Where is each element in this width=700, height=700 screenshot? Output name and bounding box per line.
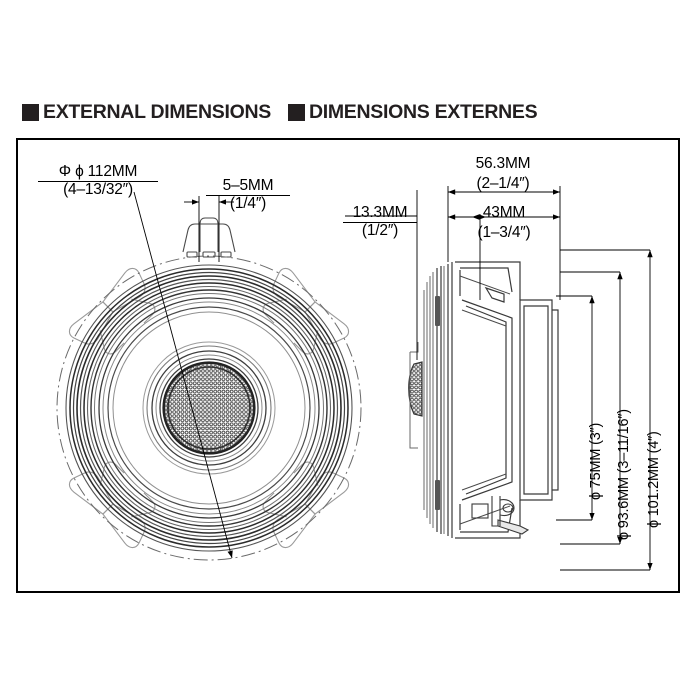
dimension-label-overall-depth: 56.3MM (2–1/4″) <box>447 155 559 193</box>
front-view <box>56 217 362 561</box>
section-heading: EXTERNAL DIMENSIONS DIMENSIONS EXTERNES <box>22 101 538 124</box>
dimension-label-flange-diameter: ϕ 101.2MM (4″) <box>646 431 662 528</box>
magnet-rear-block <box>519 299 559 501</box>
basket-struts <box>459 275 511 525</box>
cone-surround <box>98 297 320 519</box>
leader-line-112mm <box>133 191 233 559</box>
magnet-assembly <box>423 266 445 534</box>
value-flange-depth-inch: (1/2″) <box>361 222 399 240</box>
value-mounting-depth-inch: (1–3/4″) <box>477 224 531 242</box>
dimension-lines-side <box>345 186 561 360</box>
heading-label-dimensions-externes: DIMENSIONS EXTERNES <box>308 101 538 123</box>
dimension-line-tab-thickness <box>184 196 234 262</box>
value-outer-diameter-inch: (4–13/32″) <box>63 181 133 199</box>
dimension-label-tab-thickness: 5–5MM (1/4″) <box>206 177 290 213</box>
value-outer-diameter-mm: ϕ 112MM <box>75 163 138 180</box>
square-bullet-icon <box>287 104 305 121</box>
dimension-lines-vertical <box>556 249 653 571</box>
heading-item-french: DIMENSIONS EXTERNES <box>287 101 538 124</box>
value-flange-depth-mm: 13.3MM <box>352 204 408 221</box>
dimension-label-outer-diameter: Φ ϕ 112MM (4–13/32″) <box>38 163 158 199</box>
side-view <box>408 261 559 539</box>
drawing-frame <box>16 138 680 593</box>
speaker-basket-profile <box>447 261 521 539</box>
mounting-tabs <box>68 267 350 549</box>
dimension-label-mounting-depth: 43MM (1–3/4″) <box>448 204 560 242</box>
magnet-vent <box>435 296 440 510</box>
value-mounting-depth-mm: 43MM <box>482 204 526 221</box>
reference-circle-112mm <box>56 255 362 561</box>
dimension-label-flange-depth: 13.3MM (1/2″) <box>343 204 417 240</box>
square-bullet-icon <box>22 104 39 121</box>
value-tab-thickness-inch: (1/4″) <box>229 195 267 213</box>
dimension-label-bolt-circle-diameter: ϕ 93.6MM (3–11/16″) <box>616 409 632 540</box>
value-overall-depth-mm: 56.3MM <box>475 155 531 172</box>
value-overall-depth-inch: (2–1/4″) <box>476 175 530 193</box>
speaker-frame-rings <box>65 264 353 552</box>
dome-profile <box>408 342 423 449</box>
value-tab-thickness-mm: 5–5MM <box>222 177 274 194</box>
center-mesh-dome <box>162 361 256 455</box>
tweeter-bezel-rings <box>146 345 272 471</box>
top-locating-boss <box>182 217 236 258</box>
heading-item-english: EXTERNAL DIMENSIONS <box>22 101 271 124</box>
speaker-terminals <box>471 496 530 535</box>
speaker-cone <box>112 311 306 505</box>
dimension-label-cutout-diameter: ϕ 75MM (3″) <box>588 422 604 500</box>
heading-label-external-dimensions: EXTERNAL DIMENSIONS <box>43 101 271 123</box>
